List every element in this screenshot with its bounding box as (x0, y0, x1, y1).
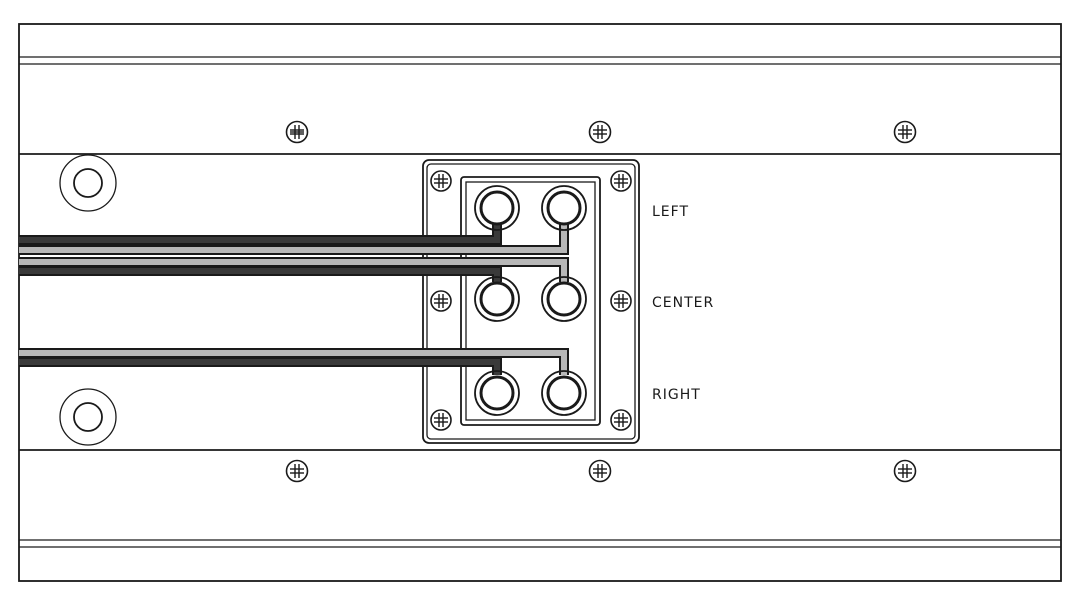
binding-post-icon (474, 276, 520, 322)
screw-icon (610, 409, 632, 431)
screw-icon (588, 120, 612, 144)
binding-post-icon (541, 276, 587, 322)
screw-icon (430, 409, 452, 431)
binding-post-icon (474, 370, 520, 416)
screw-icon (610, 170, 632, 192)
terminal-label-right: RIGHT (652, 387, 701, 403)
screw-icon (610, 290, 632, 312)
mounting-hole-icon (59, 388, 117, 446)
chassis-frame (18, 23, 1062, 582)
terminal-label-center: CENTER (652, 295, 714, 311)
screw-icon (893, 459, 917, 483)
screw-icon (285, 120, 309, 144)
screw-icon (430, 290, 452, 312)
screw-icon (430, 170, 452, 192)
terminal-plate-inner (426, 163, 636, 440)
terminal-label-left: LEFT (652, 204, 689, 220)
terminal-plate (422, 159, 640, 444)
terminal-recess (460, 176, 601, 426)
binding-post-icon (474, 185, 520, 231)
screw-icon (588, 459, 612, 483)
screw-icon (893, 120, 917, 144)
binding-post-icon (541, 370, 587, 416)
mounting-hole-icon (59, 154, 117, 212)
screw-icon (285, 459, 309, 483)
binding-post-icon (541, 185, 587, 231)
terminal-recess-inner (465, 181, 596, 421)
